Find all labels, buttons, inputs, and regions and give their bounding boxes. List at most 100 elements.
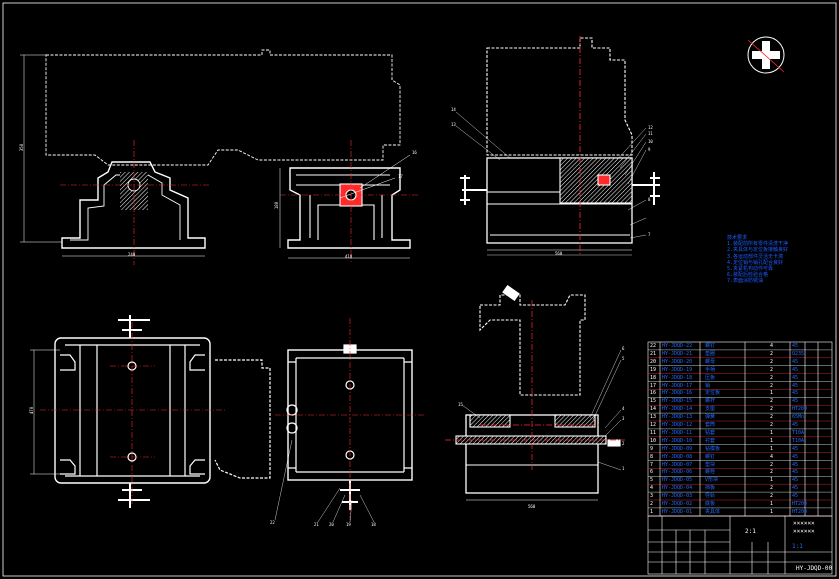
table-cell-qty: 2 (770, 469, 774, 476)
table-cell-no: 6 (650, 469, 654, 476)
balloon-16: 16 (412, 150, 417, 155)
table-cell-qty: 2 (770, 366, 774, 373)
scale-label: 1:1 (792, 543, 803, 550)
table-cell-mat: 45 (792, 366, 799, 373)
front-body-outline (61, 161, 206, 249)
dim-side-width: 410 (345, 254, 353, 259)
plan-slot-4 (189, 459, 205, 475)
table-cell-code: HY-JDQD-22 (662, 343, 693, 349)
table-cell-code: HY-JDQD-01 (662, 508, 693, 515)
table-cell-mat: T10A (792, 437, 805, 444)
table-cell-mat: HT200 (792, 508, 808, 515)
plan-body (54, 337, 211, 484)
plan-slot-2 (60, 459, 76, 475)
notes-line-5: 5.夹紧机构动作可靠 (727, 266, 774, 273)
table-cell-mat: HT200 (792, 501, 808, 507)
plan-top-handle (118, 315, 150, 338)
table-cell-name: 导轨 (705, 493, 716, 500)
balloon-12: 12 (648, 125, 653, 130)
table-cell-qty: 2 (770, 485, 774, 492)
table-cell-code: HY-JDQD-05 (662, 477, 693, 484)
table-cell-no: 1 (650, 508, 654, 515)
plan-view-2 (286, 344, 413, 510)
table-cell-mat: 45 (792, 461, 799, 468)
table-cell-name: 夹具体 (705, 508, 721, 515)
section-phantom (479, 294, 586, 396)
table-cell-name: 垫块 (705, 461, 716, 468)
table-cell-mat: 45 (792, 445, 799, 452)
table-cell-no: 21 (650, 350, 657, 357)
company-line-1: ×××××× (793, 520, 815, 527)
table-cell-mat: T10A (792, 429, 805, 436)
right-hatched-block (559, 157, 633, 204)
table-cell-name: 钻套 (705, 429, 716, 436)
right-left-handle (460, 175, 487, 205)
title-block (647, 515, 833, 575)
side-view (287, 167, 411, 249)
table-cell-no: 17 (650, 382, 657, 389)
balloon-7: 7 (648, 232, 651, 237)
balloon-21: 21 (314, 522, 319, 527)
section-centerlines (445, 300, 625, 470)
table-cell-code: HY-JDQD-03 (662, 493, 693, 500)
table-cell-qty: 2 (770, 374, 774, 381)
table-cell-no: 7 (650, 461, 654, 468)
balloon-18: 18 (371, 522, 376, 527)
table-cell-qty: 2 (770, 422, 774, 428)
dim-plan-height: 470 (29, 406, 35, 415)
table-cell-no: 13 (650, 414, 657, 421)
table-cell-code: HY-JDQD-15 (662, 398, 693, 405)
notes-line-4: 4.定位销与销孔配合良好 (727, 259, 784, 266)
plan-dimensions (30, 349, 60, 475)
table-cell-no: 16 (650, 390, 657, 397)
table-cell-name: 支座 (705, 406, 716, 413)
table-cell-qty: 1 (770, 437, 774, 444)
table-cell-code: HY-JDQD-19 (662, 366, 693, 373)
table-cell-code: HY-JDQD-13 (662, 414, 693, 421)
table-cell-no: 15 (650, 398, 657, 405)
table-cell-no: 19 (650, 366, 657, 373)
table-cell-code: HY-JDQD-04 (662, 485, 693, 492)
right-phantom (486, 37, 633, 156)
plan2-centerlines (275, 318, 425, 520)
table-cell-no: 10 (650, 437, 657, 444)
table-cell-code: HY-JDQD-16 (662, 390, 693, 397)
table-cell-qty: 2 (770, 350, 774, 357)
dim-front-width: 240 (128, 252, 136, 257)
balloon-8: 8 (648, 197, 651, 202)
side-dimensions (279, 154, 411, 259)
table-cell-qty: 2 (770, 414, 774, 421)
notes-line-7: 7.表面涂防锈油 (727, 278, 764, 285)
balloon-10: 10 (648, 139, 653, 144)
table-cell-qty: 2 (770, 358, 774, 365)
table-cell-qty: 4 (770, 453, 774, 460)
plan-centerlines (40, 322, 225, 505)
dim-top-width: 560 (555, 251, 563, 256)
table-cell-name: 销 (705, 382, 711, 389)
table-cell-qty: 4 (770, 343, 774, 349)
plan-bottom-handle (118, 483, 150, 508)
table-cell-code: HY-JDQD-14 (662, 406, 693, 413)
notes-line-2: 2.夹具体与定位板接触良好 (727, 247, 789, 254)
table-cell-mat: 45 (792, 422, 799, 428)
table-cell-qty: 2 (770, 406, 774, 413)
table-cell-name: 螺钉 (705, 453, 716, 460)
table-cell-mat: HT200 (792, 406, 808, 413)
company-line-2: ×××××× (793, 528, 815, 535)
table-cell-qty: 1 (770, 508, 774, 515)
technical-notes: 技术要求 1.装配前所有零件清洗干净 2.夹具体与定位板接触良好 3.各运动部件… (727, 235, 788, 285)
table-cell-mat: 45 (792, 398, 799, 405)
table-cell-no: 2 (650, 501, 654, 507)
table-cell-no: 20 (650, 358, 657, 365)
balloon-19: 19 (346, 522, 351, 527)
table-cell-code: HY-JDQD-20 (662, 358, 693, 365)
front-centerlines (60, 140, 210, 265)
table-cell-mat: 45 (792, 469, 799, 476)
table-cell-mat: 45 (792, 485, 799, 492)
table-cell-qty: 1 (770, 477, 774, 484)
table-cell-code: HY-JDQD-11 (662, 429, 693, 436)
balloon-22: 22 (270, 520, 275, 525)
balloon-6: 6 (622, 346, 625, 351)
table-cell-code: HY-JDQD-08 (662, 453, 693, 460)
